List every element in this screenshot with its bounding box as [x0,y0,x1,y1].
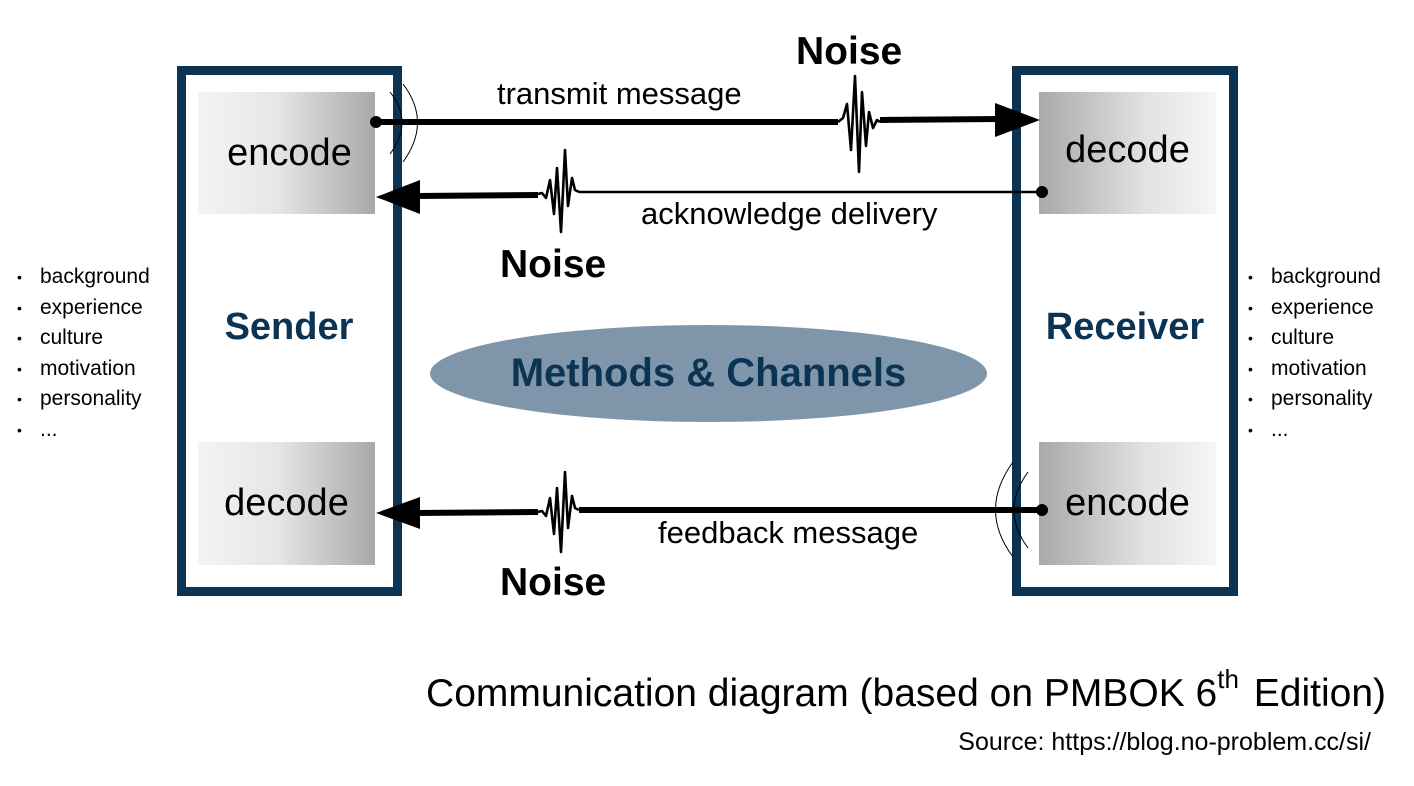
noise-wave-icon [837,74,881,174]
list-item: motivation [1248,354,1381,385]
transmit-message-label: transmit message [497,76,742,111]
list-item: background [17,262,150,293]
list-item: culture [1248,323,1381,354]
acknowledge-arrow [376,148,1048,234]
list-item: motivation [17,354,150,385]
noise-label-feedback: Noise [500,561,607,604]
list-item: personality [17,384,150,415]
receiver-encode-label: encode [1065,482,1190,524]
source-credit: Source: https://blog.no-problem.cc/si/ [958,728,1371,756]
list-item: ... [17,415,150,446]
receiver-decode-label: decode [1065,128,1190,171]
receiver-label: Receiver [1045,306,1205,348]
caption-superscript: th [1217,664,1239,694]
list-item: background [1248,262,1381,293]
list-item: experience [1248,293,1381,324]
receiver-encode-box: encode [1039,442,1216,565]
noise-label-transmit: Noise [796,30,903,73]
list-item: culture [17,323,150,354]
sender-factors-list: background experience culture motivation… [17,262,150,445]
diagram-caption: Communication diagram (based on PMBOK 6t… [426,666,1386,716]
sender-decode-box: decode [198,442,375,565]
list-item: experience [17,293,150,324]
methods-channels-label: Methods & Channels [510,351,907,395]
acknowledge-delivery-label: acknowledge delivery [641,196,938,231]
caption-text-before: Communication diagram (based on PMBOK 6 [426,672,1218,715]
receiver-decode-box: decode [1039,92,1216,214]
receiver-factors-list: background experience culture motivation… [1248,262,1381,445]
sender-decode-label: decode [224,482,349,524]
sender-label: Sender [224,306,354,348]
noise-wave-icon [537,470,580,554]
feedback-message-label: feedback message [658,515,919,550]
sender-encode-box: encode [198,92,375,214]
transmit-arrow [370,74,1040,174]
list-item: personality [1248,384,1381,415]
feedback-arrow [376,461,1048,558]
methods-channels-ellipse: Methods & Channels [430,325,987,422]
caption-text-after: Edition) [1242,672,1386,715]
sender-encode-label: encode [227,131,352,174]
list-item: ... [1248,415,1381,446]
noise-label-acknowledge: Noise [500,243,607,286]
noise-wave-icon [537,148,580,234]
